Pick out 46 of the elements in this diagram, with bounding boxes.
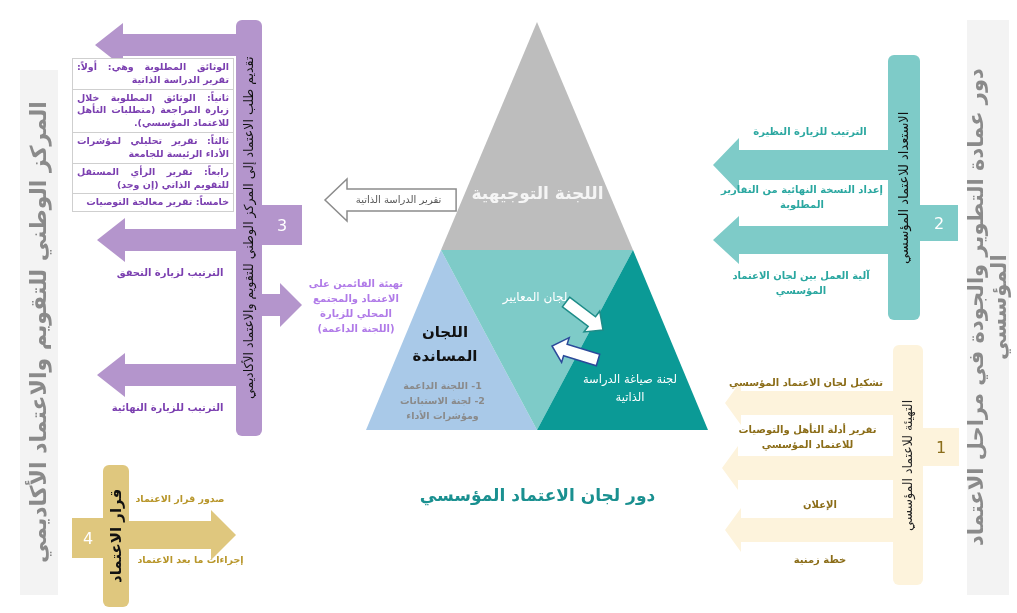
document-row: ثالثاً: تقرير تحليلي لمؤشرات الأداء الرئيسة للجامعة	[73, 132, 233, 163]
committee-list-item: 2- لجنة الاستبانات ومؤشرات الأداء	[399, 394, 486, 424]
diagram-title: دور لجان الاعتماد المؤسسي	[418, 485, 657, 505]
stage-bar: التهيئة للاعتماد المؤسسي	[893, 345, 923, 585]
block-arrow	[722, 446, 893, 490]
arrow-caption: الترتيب للزيارة النهائية	[110, 401, 225, 415]
block-arrow	[97, 353, 236, 397]
committee-title: لجان المعايير	[501, 289, 569, 306]
block-arrow	[725, 508, 893, 552]
committee-title: لجنة صياغة الدراسة الذاتية	[581, 371, 679, 407]
block-arrow	[262, 283, 302, 327]
stage-bar: الاستعداد للاعتماد المؤسسي	[888, 55, 920, 320]
arrow	[550, 336, 601, 367]
block-arrow	[97, 218, 236, 262]
committee-list-item: 1- اللجنة الداعمة	[402, 379, 483, 393]
arrow-caption: تقرير أدلة التأهل والتوصيات للاعتماد المؤسسي	[737, 422, 878, 452]
arrow-caption: الترتيب للزيارة النظيرة	[752, 125, 868, 139]
committee-title: اللجنة التوجيهية	[470, 182, 605, 205]
document-row-text: الوثائق المطلوبة وهي: أولاً: تقرير الدراسة الذاتية	[76, 59, 230, 88]
arrow-caption: تهيئة القائمين على الاعتماد والمجتمع المحلي للزيارة (اللجنة الداعمة)	[307, 277, 405, 336]
stage-bar: قرار الاعتماد	[103, 465, 129, 607]
block-arrow	[725, 381, 893, 425]
arrow-caption: الترتيب لزيارة التحقق	[115, 266, 225, 280]
arrow-caption: تشكيل لجان الاعتماد المؤسسي	[727, 376, 885, 390]
document-row: رابعاً: تقرير الرأي المستقل للتقويم الذاتي (إن وجد)	[73, 162, 233, 194]
arrow-caption: آلية العمل بين لجان الاعتماد المؤسسي	[731, 268, 871, 298]
side-title: دور عمادة التطوير والجودة في مراحل الاعتماد المؤسسي	[967, 20, 1009, 595]
block-arrow	[129, 510, 236, 560]
number-tab: 3	[262, 205, 302, 245]
arrow-caption: خطة زمنية	[792, 553, 848, 567]
arrow-caption: الإعلان	[802, 498, 838, 512]
block-arrow	[713, 216, 888, 264]
arrow	[561, 296, 604, 333]
number-tab: 1	[923, 428, 959, 466]
arrow-caption: صدور قرار الاعتماد	[134, 492, 226, 507]
committee-title: اللجان المساندة	[411, 322, 479, 367]
document-row: ثانياً: الوثائق المطلوبة خلال زيارة المراجعة (متطلبات التأهل للاعتماد المؤسسي).	[73, 88, 233, 133]
arrow-caption: إعداد النسخة النهائية من التقارير المطلوبة	[719, 183, 884, 212]
arrow-caption: إجراءات ما بعد الاعتماد	[136, 553, 245, 568]
documents-table	[72, 58, 234, 213]
stage-bar: تقديم طلب الاعتماد إلى المركز الوطني للتقويم والاعتماد الأكاديمي	[236, 20, 262, 436]
side-title: المركز الوطني للتقويم والاعتماد الأكاديمي	[20, 70, 58, 595]
block-arrow	[713, 138, 888, 192]
number-tab: 2	[920, 205, 958, 241]
number-tab: 4	[72, 518, 104, 558]
document-row: خامساً: تقرير معالجة التوصيات	[73, 193, 233, 212]
